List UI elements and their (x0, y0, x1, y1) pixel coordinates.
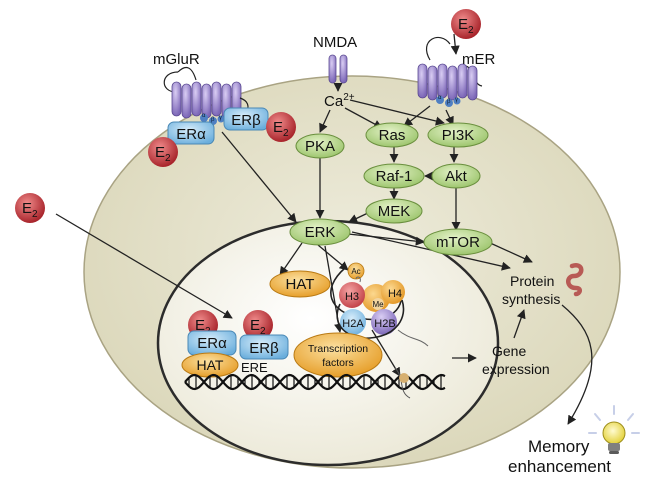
e2-left-free (15, 193, 45, 223)
h3-label: H3 (345, 291, 359, 303)
e2-label-2: E2 (273, 119, 289, 139)
ras-node (365, 122, 419, 148)
hat-node (269, 270, 331, 298)
akt-label: Akt (445, 168, 468, 185)
e2-nuclear-beta (243, 310, 273, 340)
methyl-mark (372, 298, 384, 310)
e2-beta-bound (266, 112, 296, 142)
mer-receptor: α β γ (417, 36, 483, 107)
e2-label-6: E2 (250, 317, 266, 337)
er-alpha-membrane (167, 121, 215, 145)
er-alpha-membrane-label: ERα (176, 126, 206, 143)
tf-label-line2: factors (322, 357, 354, 369)
e2-label-1: E2 (458, 16, 474, 36)
nmda-channel (328, 54, 348, 84)
kinase-labels: PKA Ras PI3K Raf-1 Akt MEK ERK mTOR (305, 127, 481, 251)
ac-label: Ac (351, 267, 360, 276)
transcription-complex (399, 373, 409, 383)
er-beta-nuclear (239, 334, 289, 360)
pka-node (295, 133, 345, 159)
raf1-label: Raf-1 (376, 168, 413, 185)
pol-strand (394, 367, 411, 399)
kinase-nodes (289, 122, 493, 256)
mer-g-gamma-label: γ (455, 97, 458, 103)
mer-label: mER (462, 51, 496, 68)
akt-node (431, 163, 481, 189)
mglur-label: mGluR (153, 51, 200, 68)
erk-node (289, 218, 351, 246)
h4-histone (381, 280, 405, 304)
h2a-label: H2A (342, 318, 364, 330)
e2-top-right (451, 9, 481, 39)
er-beta-membrane-label: ERβ (231, 112, 261, 129)
h3-histone (339, 282, 365, 308)
pka-label: PKA (305, 138, 335, 155)
me-label: Me (372, 300, 384, 309)
lightbulb-icon (588, 405, 640, 454)
mer-g-beta-label: β (447, 99, 451, 105)
hat-label: HAT (286, 276, 315, 293)
memory-label-line1: Memory (528, 437, 590, 456)
g-alpha-label: α (202, 113, 206, 119)
pi3k-node (427, 122, 489, 148)
gene-label-line2: expression (482, 361, 550, 377)
h4-label: H4 (388, 288, 402, 300)
hat-nuclear-label: HAT (197, 357, 224, 373)
calcium-label: Ca2+ (324, 92, 355, 110)
memory-label-line2: enhancement (508, 457, 611, 476)
er-beta-membrane (223, 107, 269, 131)
mer-g-alpha-label: α (438, 95, 442, 101)
er-beta-nuclear-label: ERβ (249, 340, 279, 357)
mtor-node (423, 228, 493, 256)
tf-label-line1: Transcription (308, 343, 368, 355)
protein-label-line2: synthesis (502, 291, 560, 307)
e2-alpha-bound (148, 137, 178, 167)
e2-label-4: E2 (22, 200, 38, 220)
g-gamma-label: γ (219, 115, 222, 121)
pi3k-label: PI3K (442, 127, 475, 144)
mek-label: MEK (378, 203, 411, 220)
er-alpha-nuclear-label: ERα (197, 335, 227, 352)
e2-label-3: E2 (155, 144, 171, 164)
protein-strand-icon (566, 263, 584, 297)
raf1-node (363, 163, 425, 189)
ere-label: ERE (241, 360, 268, 375)
transcription-factors-node (293, 332, 383, 378)
g-beta-label: β (211, 117, 215, 123)
mtor-label: mTOR (436, 234, 480, 251)
histone-labels: Ac H3 H4 Me H2A H2B (342, 267, 402, 330)
histone-nucleosome-icon (330, 262, 429, 347)
mek-node (365, 198, 423, 224)
h2a-histone (340, 309, 366, 335)
ras-label: Ras (379, 127, 406, 144)
gene-label-line1: Gene (492, 343, 526, 359)
memory-arrow (561, 304, 593, 425)
protein-label-line1: Protein (510, 273, 554, 289)
erk-label: ERK (305, 224, 336, 241)
h2b-histone (371, 309, 397, 335)
nmda-label: NMDA (313, 34, 357, 51)
h2b-label: H2B (374, 318, 395, 330)
